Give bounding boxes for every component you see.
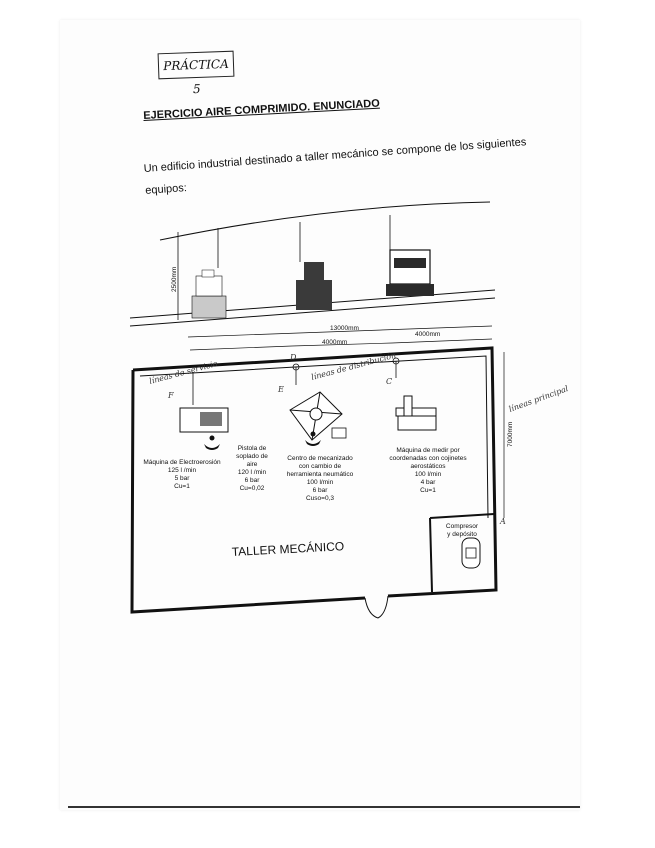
dim-total-label: 13000mm (330, 325, 359, 332)
electroerosion-panel (200, 412, 222, 426)
dimension-lines: 13000mm 4000mm 4000mm 7000mm (187, 325, 514, 518)
wall-left-bottom (130, 369, 366, 614)
door-swing (364, 595, 389, 619)
svg-text:6 bar: 6 bar (313, 487, 329, 494)
dim-right-line (391, 338, 493, 344)
svg-text:120 l /min: 120 l /min (238, 469, 267, 476)
svg-text:y depósito: y depósito (447, 531, 477, 538)
page-bottom-edge (68, 806, 580, 808)
operator-figure-2 (305, 431, 321, 446)
dim-mid-line (291, 342, 393, 347)
svg-text:100 l/min: 100 l/min (415, 471, 442, 478)
svg-text:Cu=0,02: Cu=0,02 (240, 485, 265, 492)
point-e: E (277, 385, 284, 394)
svg-text:6 bar: 6 bar (245, 477, 261, 484)
dim-depth-label: 7000mm (507, 422, 514, 447)
svg-text:5 bar: 5 bar (175, 475, 191, 482)
compressor-room-wall (429, 513, 495, 593)
svg-text:Cuso=0,3: Cuso=0,3 (306, 495, 334, 502)
operator-figure-1 (204, 435, 220, 450)
compressor-icon (461, 537, 481, 569)
plan-machine-medir (395, 395, 437, 431)
svg-text:coordenadas con cojinetes: coordenadas con cojinetes (389, 455, 467, 462)
svg-text:soplado de: soplado de (236, 453, 268, 460)
note-linea-principal: líneas principal (508, 384, 570, 414)
node-c (392, 357, 400, 365)
point-c: C (386, 377, 392, 386)
point-d: D (289, 353, 297, 362)
wall-top-right (132, 346, 498, 598)
svg-text:Pistola de: Pistola de (238, 445, 267, 452)
svg-text:herramienta neumático: herramienta neumático (287, 471, 354, 478)
svg-text:4 bar: 4 bar (421, 479, 437, 486)
main-pipe (139, 355, 489, 519)
svg-text:Cu=1: Cu=1 (174, 483, 190, 490)
svg-text:con cambio de: con cambio de (299, 463, 342, 470)
dim-total-line (187, 325, 493, 338)
label-electroerosion: Máquina de Electroerosión 125 l /min 5 b… (143, 459, 221, 490)
elev-machine-2-top (304, 262, 324, 282)
elev-machine-1-base (191, 295, 227, 319)
dim-span-right-label: 4000mm (415, 331, 440, 338)
svg-text:Máquina de medir por: Máquina de medir por (396, 447, 460, 454)
plan-machine-electroerosion (179, 407, 229, 433)
height-dim-label: 2500mm (171, 267, 178, 292)
plan-machine-centro (289, 391, 347, 441)
elev-machine-3-bridge (394, 258, 426, 268)
label-medir: Máquina de medir por coordenadas con coj… (389, 447, 467, 494)
svg-text:Cu=1: Cu=1 (420, 487, 436, 494)
point-a: A (499, 517, 506, 526)
floor-line-bottom (129, 297, 496, 327)
svg-text:Centro de mecanizado: Centro de mecanizado (287, 455, 353, 462)
room-label: TALLER MECÁNICO (231, 538, 344, 559)
dim-left-line (189, 345, 293, 351)
building-walls (130, 346, 498, 619)
elev-machine-1-head (201, 269, 215, 278)
pipe-network: D E C F A líneas de servicio líneas de d… (139, 351, 570, 526)
elev-machine-3-base (386, 284, 434, 296)
svg-text:aire: aire (247, 461, 258, 468)
elev-machine-2-base (296, 280, 332, 310)
svg-text:100 l/min: 100 l/min (307, 479, 334, 486)
svg-text:Compresor: Compresor (446, 523, 479, 530)
svg-text:Máquina de Electroerosión: Máquina de Electroerosión (143, 459, 221, 466)
point-f: F (167, 391, 174, 400)
label-pistola: Pistola de soplado de aire 120 l /min 6 … (236, 445, 268, 492)
svg-text:aerostáticos: aerostáticos (410, 463, 446, 470)
roof-line (159, 201, 491, 241)
svg-text:125 l /min: 125 l /min (168, 467, 197, 474)
elevation-view: 2500mm (129, 201, 496, 327)
elev-machine-1-body (195, 275, 223, 297)
label-compressor: Compresor y depósito (446, 523, 479, 538)
node-d (292, 363, 300, 371)
label-centro: Centro de mecanizado con cambio de herra… (287, 455, 354, 502)
dim-span-left-label: 4000mm (322, 339, 347, 346)
